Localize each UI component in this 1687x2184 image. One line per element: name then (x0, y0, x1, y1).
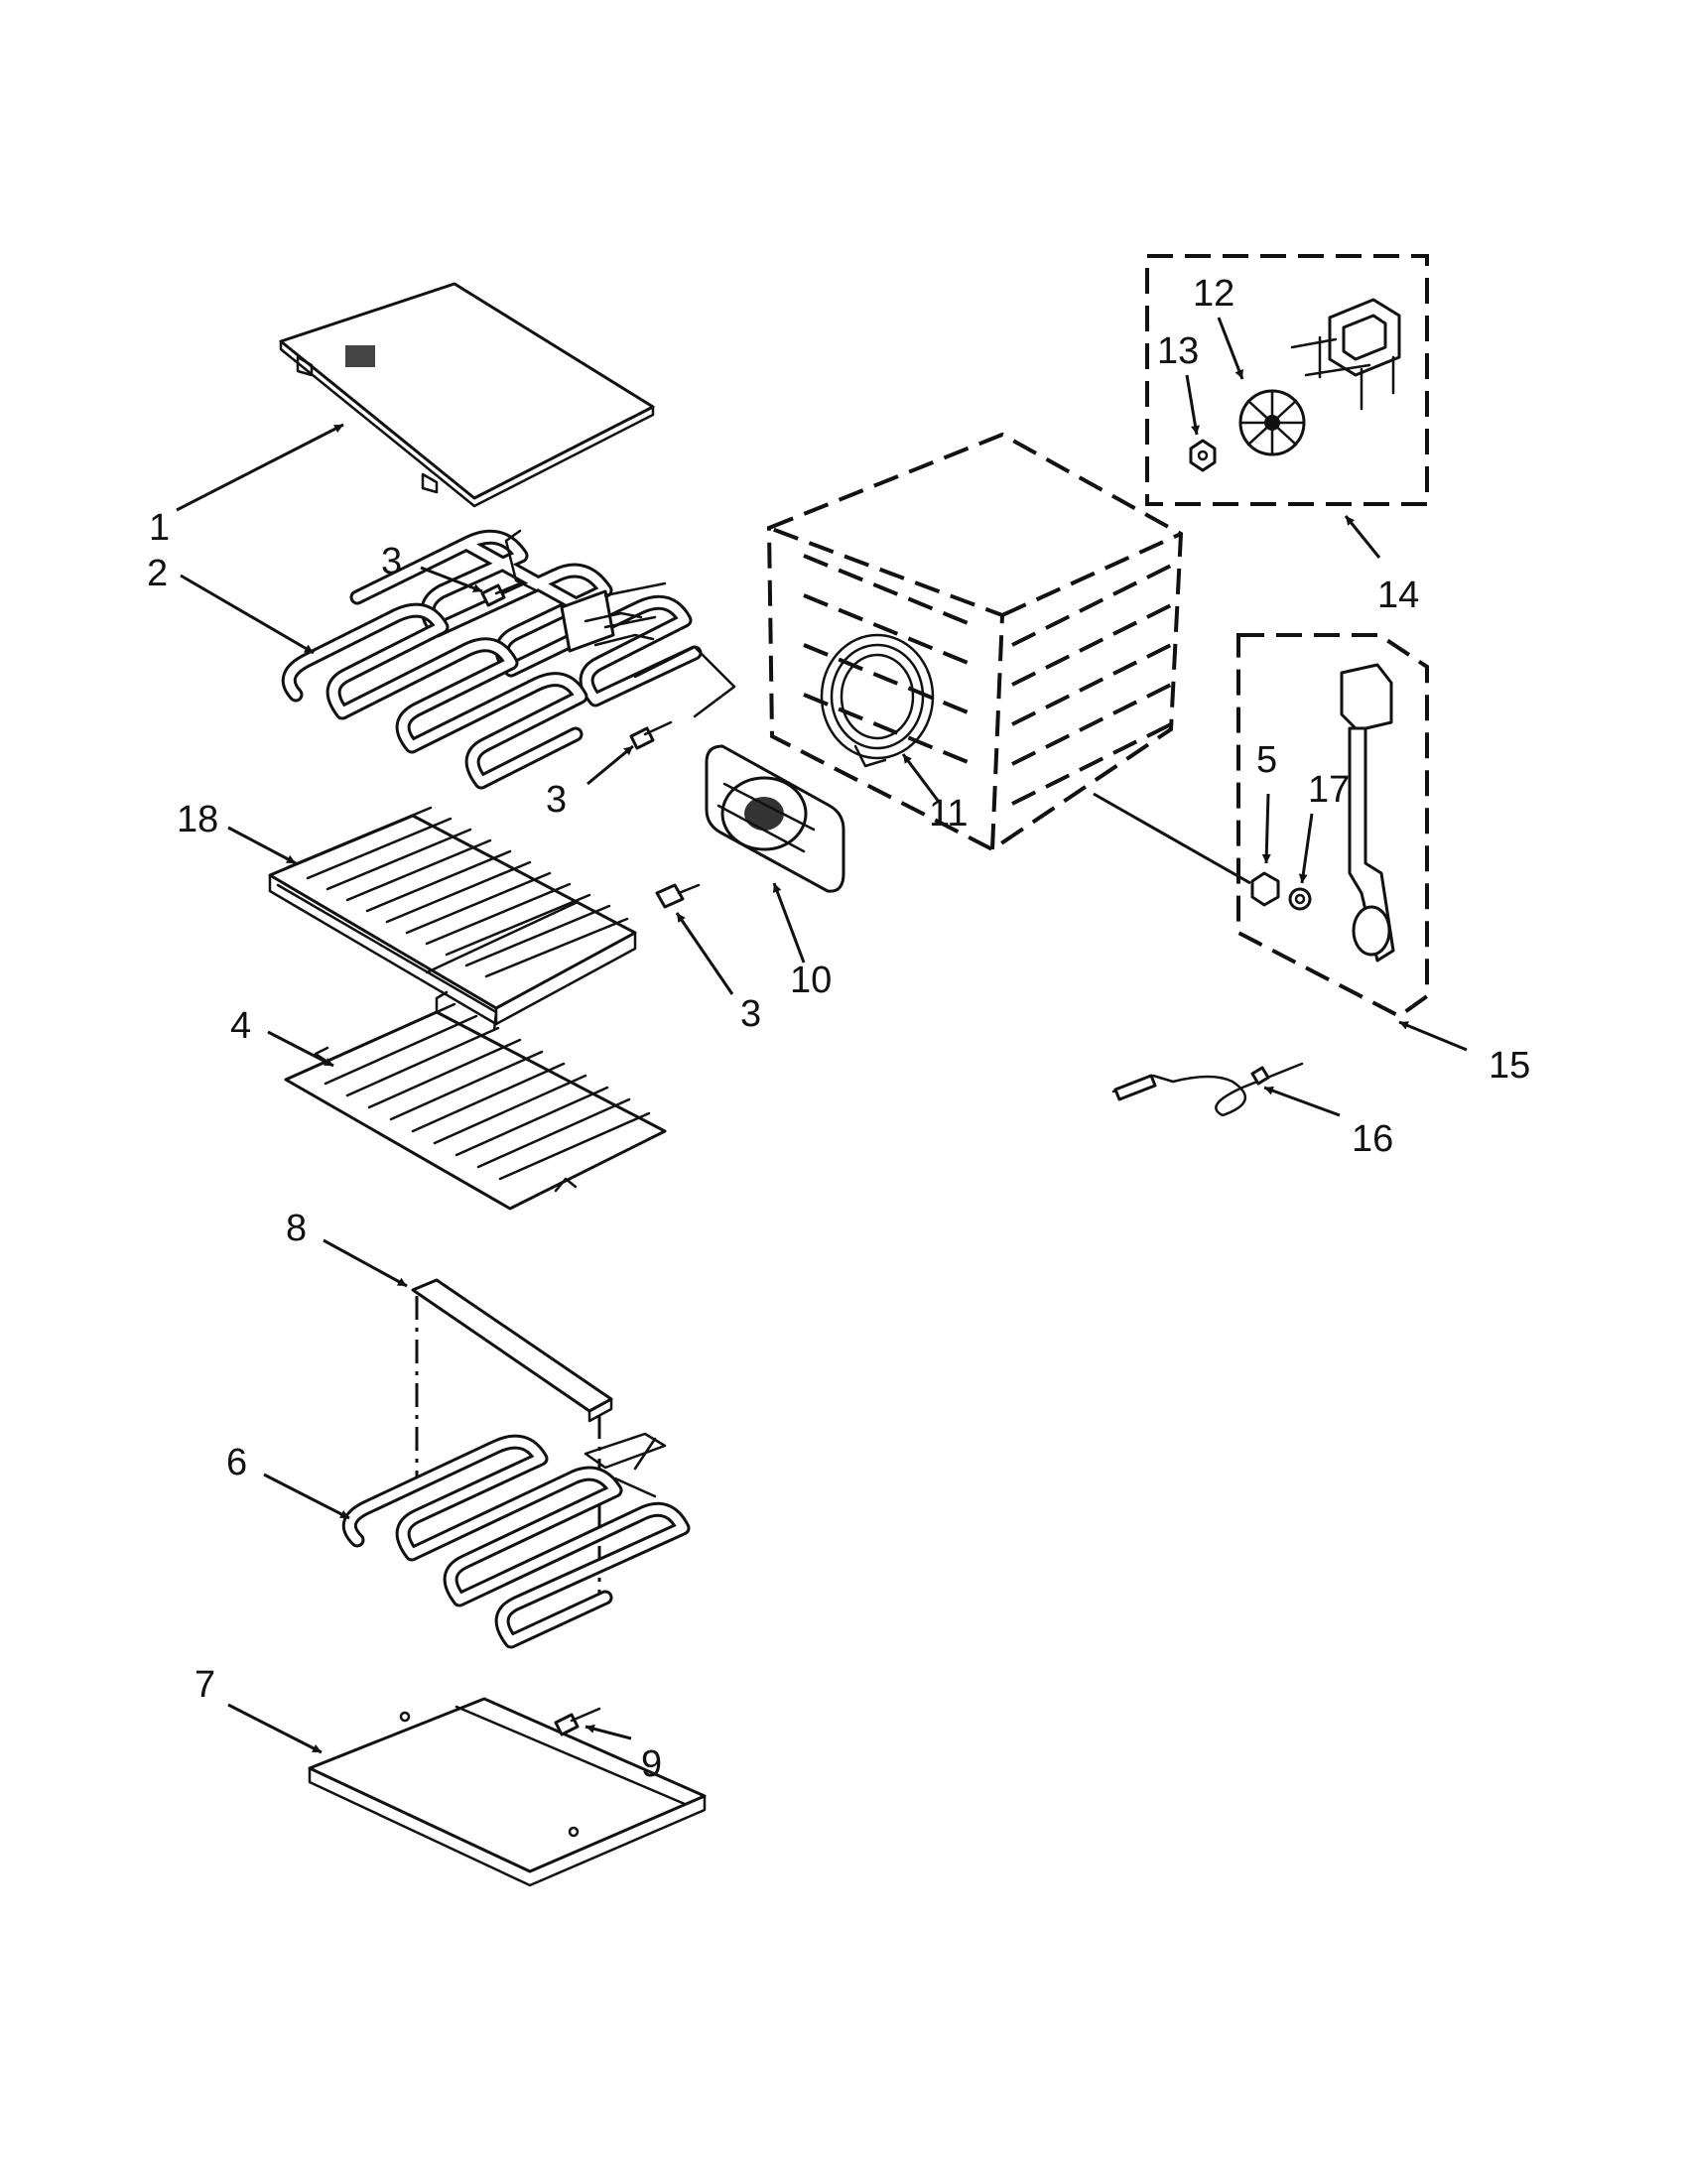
part-screw-upper[interactable] (480, 581, 522, 607)
part-oven-rack[interactable] (284, 990, 667, 1211)
part-door-latch[interactable] (1340, 663, 1395, 963)
callout-15: 15 (1489, 1045, 1530, 1087)
part-screw-element-right[interactable] (629, 720, 673, 750)
callout-labels: 1 2 3 3 3 4 5 6 7 8 9 10 11 12 13 14 15 … (147, 273, 1530, 1785)
part-latch-washer[interactable] (1288, 887, 1312, 911)
part-top-panel[interactable] (279, 282, 655, 508)
part-lower-heating-element[interactable] (341, 1432, 691, 1649)
callout-3-upper: 3 (381, 541, 402, 582)
callout-5: 5 (1256, 739, 1277, 781)
part-extension-rack[interactable] (268, 806, 637, 1032)
callout-1: 1 (149, 507, 170, 549)
callout-11: 11 (929, 793, 968, 835)
callout-3-element: 3 (546, 779, 567, 821)
part-fan-blade[interactable] (1238, 389, 1306, 456)
callout-13: 13 (1157, 330, 1199, 372)
part-meat-probe[interactable] (1111, 1062, 1304, 1117)
part-fan-nut[interactable] (1189, 439, 1217, 472)
part-convection-element[interactable] (820, 633, 935, 768)
callout-8: 8 (286, 1208, 307, 1249)
callout-9: 9 (641, 1743, 662, 1785)
callout-7: 7 (195, 1664, 215, 1706)
callout-10: 10 (790, 960, 832, 1001)
callout-12: 12 (1193, 273, 1234, 315)
part-fan-motor[interactable] (1290, 298, 1401, 411)
leader-lines (176, 317, 1468, 1754)
callout-6: 6 (226, 1442, 247, 1483)
callout-4: 4 (230, 1005, 251, 1047)
part-upper-heating-element[interactable] (281, 529, 736, 790)
part-bottom-panel[interactable] (308, 1697, 707, 1887)
callout-2: 2 (147, 553, 168, 594)
callout-3-fan-cover: 3 (740, 993, 761, 1035)
callout-16: 16 (1352, 1118, 1393, 1160)
part-latch-nut[interactable] (1250, 871, 1280, 907)
part-screw-fan-cover[interactable] (655, 883, 701, 909)
oven-cavity (766, 432, 1184, 852)
callout-14: 14 (1377, 575, 1419, 616)
part-element-trim[interactable] (411, 1278, 613, 1423)
part-convection-fan-cover[interactable] (705, 744, 845, 893)
part-screw-bottom[interactable] (554, 1707, 601, 1736)
callout-18: 18 (177, 799, 218, 840)
callout-17: 17 (1308, 769, 1350, 811)
